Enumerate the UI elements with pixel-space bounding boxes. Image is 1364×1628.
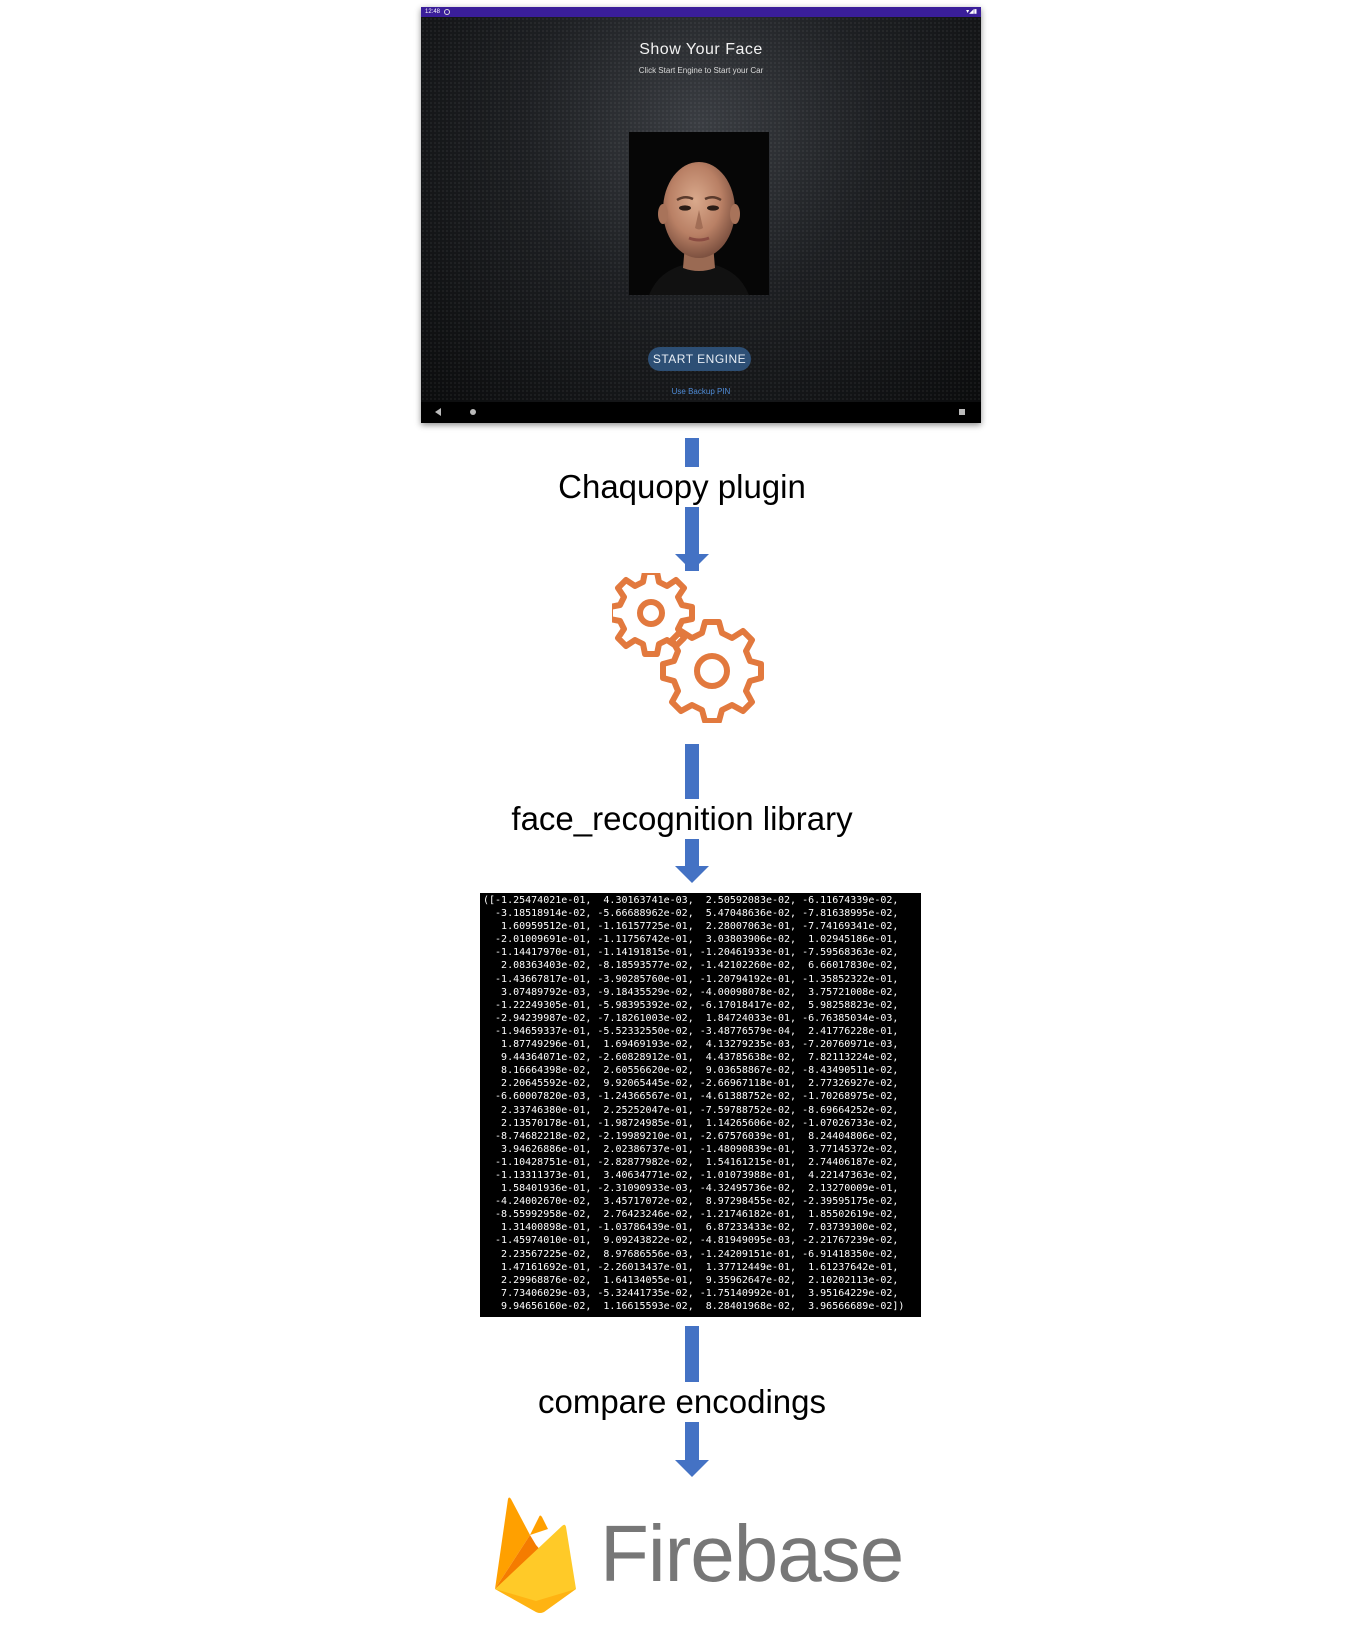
encoding-line: 1.31400898e-01, -1.03786439e-01, 6.87233… bbox=[483, 1222, 899, 1234]
encoding-line: 9.44364071e-02, -2.60828912e-01, 4.43785… bbox=[483, 1052, 899, 1064]
encoding-line: ([-1.25474021e-01, 4.30163741e-03, 2.505… bbox=[483, 895, 899, 906]
arrow-head bbox=[675, 866, 709, 883]
library-label-text: face_recognition library bbox=[509, 799, 855, 839]
firebase-wordmark: Firebase bbox=[600, 1509, 904, 1598]
screen-title: Show Your Face bbox=[639, 41, 763, 58]
encoding-line: 2.08363403e-02, -8.18593577e-02, -1.4210… bbox=[483, 960, 899, 972]
encoding-line: 2.29968876e-02, 1.64134055e-01, 9.359626… bbox=[483, 1274, 899, 1286]
face-encoding-array: ([-1.25474021e-01, 4.30163741e-03, 2.505… bbox=[480, 893, 921, 1317]
encoding-line: -4.24002670e-02, 3.45717072e-02, 8.97298… bbox=[483, 1196, 899, 1208]
encoding-line: -1.14417970e-01, -1.14191815e-01, -1.204… bbox=[483, 947, 899, 959]
encoding-line: 2.20645592e-02, 9.92065445e-02, -2.66967… bbox=[483, 1078, 899, 1090]
arrow-head bbox=[675, 1460, 709, 1477]
app-background: Show Your Face Click Start Engine to Sta… bbox=[421, 17, 981, 402]
encoding-line: -8.55992958e-02, 2.76423246e-02, -1.2174… bbox=[483, 1209, 899, 1221]
encoding-line: 3.07489792e-03, -9.18435529e-02, -4.0009… bbox=[483, 986, 899, 998]
arrow-head bbox=[675, 554, 709, 571]
encoding-line: 1.47161692e-01, -2.26013437e-01, 1.37712… bbox=[483, 1261, 899, 1273]
encoding-line: -8.74682218e-02, -2.19989210e-01, -2.675… bbox=[483, 1130, 899, 1142]
nav-bar bbox=[421, 402, 981, 423]
app-screenshot: 12:48 ▾◢▮ Show Your Face Click Start Eng… bbox=[421, 7, 981, 423]
encoding-line: 1.58401936e-01, -2.31090933e-03, -4.3249… bbox=[483, 1183, 899, 1195]
encoding-line: -6.60007820e-03, -1.24366567e-01, -4.613… bbox=[483, 1091, 899, 1103]
notification-icon bbox=[444, 9, 450, 15]
encoding-line: -1.43667817e-01, -3.90285760e-01, -1.207… bbox=[483, 973, 899, 985]
encoding-line: -1.10428751e-01, -2.82877982e-02, 1.5416… bbox=[483, 1156, 899, 1168]
compare-label-text: compare encodings bbox=[535, 1382, 828, 1422]
step-label-plugin: Chaquopy plugin bbox=[0, 467, 1364, 507]
encoding-line: 7.73406029e-03, -5.32441735e-02, -1.7514… bbox=[483, 1287, 899, 1299]
start-engine-button[interactable]: START ENGINE bbox=[648, 347, 751, 371]
encoding-line: 2.13570178e-01, -1.98724985e-01, 1.14265… bbox=[483, 1117, 899, 1129]
home-icon[interactable] bbox=[470, 409, 476, 415]
encoding-line: -1.94659337e-01, -5.52332550e-02, -3.487… bbox=[483, 1025, 899, 1037]
encoding-line: -2.94239987e-02, -7.18261003e-02, 1.8472… bbox=[483, 1012, 899, 1024]
encoding-line: 2.23567225e-02, 8.97686556e-03, -1.24209… bbox=[483, 1248, 899, 1260]
face-portrait bbox=[649, 162, 749, 295]
encoding-line: -1.22249305e-01, -5.98395392e-02, -6.170… bbox=[483, 999, 899, 1011]
screen-subtitle: Click Start Engine to Start your Car bbox=[638, 66, 764, 75]
status-time: 12:48 bbox=[425, 9, 441, 15]
signal-battery-icon: ▾◢▮ bbox=[966, 9, 977, 15]
encoding-line: -2.01009691e-01, -1.11756742e-01, 3.0380… bbox=[483, 934, 899, 946]
step-label-compare: compare encodings bbox=[0, 1382, 1364, 1422]
encoding-line: 3.94626886e-01, 2.02386737e-01, -1.48090… bbox=[483, 1143, 899, 1155]
step-label-library: face_recognition library bbox=[0, 799, 1364, 839]
encoding-line: -3.18518914e-02, -5.66688962e-02, 5.4704… bbox=[483, 908, 899, 920]
firebase-flame-icon bbox=[495, 1497, 576, 1613]
encoding-line: 2.33746380e-01, 2.25252047e-01, -7.59788… bbox=[483, 1104, 899, 1116]
encoding-line: 1.87749296e-01, 1.69469193e-02, 4.132792… bbox=[483, 1039, 899, 1051]
status-bar: 12:48 ▾◢▮ bbox=[421, 7, 981, 17]
encoding-line: 8.16664398e-02, 2.60556620e-02, 9.036588… bbox=[483, 1065, 899, 1077]
encoding-line: -1.13311373e-01, 3.40634771e-02, -1.0107… bbox=[483, 1169, 899, 1181]
encoding-line: -1.45974010e-01, 9.09243822e-02, -4.8194… bbox=[483, 1235, 899, 1247]
backup-pin-link[interactable]: Use Backup PIN bbox=[671, 387, 731, 396]
plugin-label-text: Chaquopy plugin bbox=[556, 467, 808, 507]
gears-icon bbox=[612, 573, 764, 723]
recents-icon[interactable] bbox=[959, 409, 965, 415]
back-icon[interactable] bbox=[435, 408, 441, 416]
encoding-line: 9.94656160e-02, 1.16615593e-02, 8.284019… bbox=[483, 1300, 905, 1312]
face-image bbox=[629, 132, 769, 295]
encoding-line: 1.60959512e-01, -1.16157725e-01, 2.28007… bbox=[483, 921, 899, 933]
